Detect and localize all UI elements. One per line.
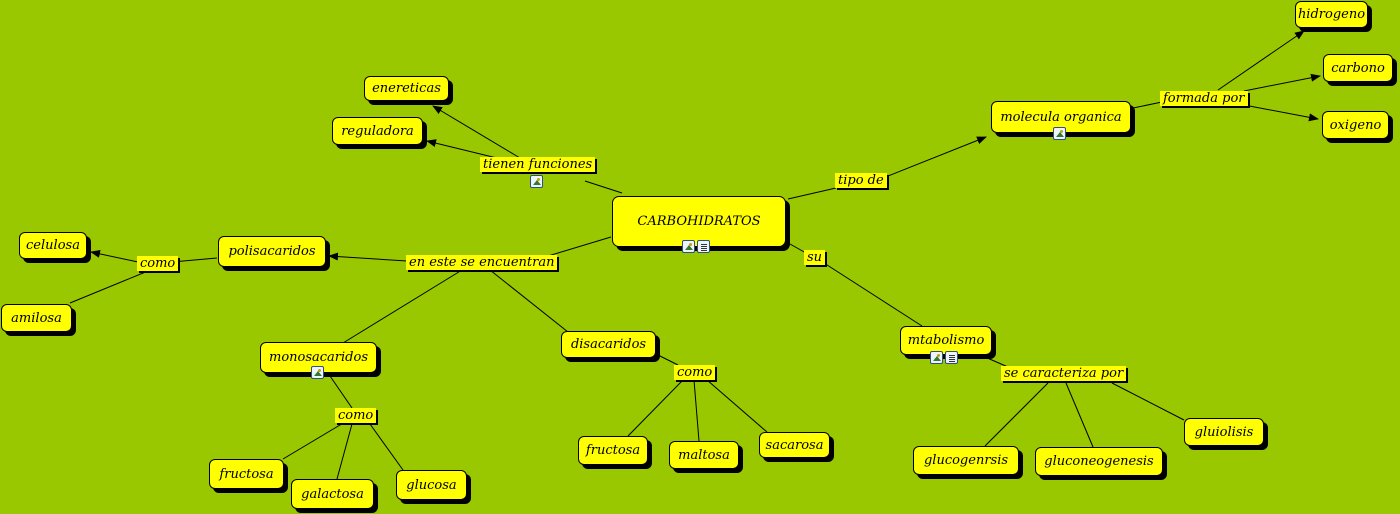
node-disacaridos[interactable]: disacaridos — [561, 331, 656, 358]
link-como-monosacaridos[interactable]: como — [335, 408, 377, 423]
node-oxigeno[interactable]: oxigeno — [1322, 111, 1389, 139]
connector-main-tipo — [787, 187, 837, 200]
node-gluiolisis[interactable]: gluiolisis — [1184, 418, 1264, 446]
image-icon[interactable] — [1053, 127, 1066, 140]
icons-metabolismo — [930, 351, 958, 364]
node-fructosa-mono[interactable]: fructosa — [209, 459, 284, 489]
node-polisacaridos[interactable]: polisacaridos — [218, 236, 326, 267]
image-icon[interactable] — [930, 351, 943, 364]
connector-formada-carbono — [1243, 73, 1321, 92]
link-su[interactable]: su — [804, 250, 826, 265]
connector-metab-caracteriza — [984, 356, 1009, 368]
connector-como-celulosa — [90, 249, 139, 263]
connector-tipo-molecula — [887, 136, 987, 177]
connector-main-su — [789, 243, 807, 254]
node-maltosa[interactable]: maltosa — [669, 441, 739, 469]
connector-comomono-fructosa — [282, 421, 346, 460]
connector-encuentran-disacaridos — [489, 269, 569, 333]
document-icon[interactable] — [945, 351, 958, 364]
connector-comomono-galactosa — [336, 423, 353, 480]
icons-molecula-organica — [1053, 127, 1066, 140]
connector-formada-oxigeno — [1243, 104, 1319, 122]
link-como-polisacaridos[interactable]: como — [137, 256, 179, 271]
connector-formada-hidrogeno — [1217, 30, 1305, 91]
node-carbohidratos[interactable]: CARBOHIDRATOS — [612, 196, 786, 247]
node-glucogenrsis[interactable]: glucogenrsis — [913, 446, 1019, 475]
connector-encuentran-polisacaridos — [328, 252, 408, 262]
image-icon[interactable] — [682, 240, 695, 253]
image-icon[interactable] — [530, 175, 543, 188]
node-metabolismo[interactable]: mtabolismo — [900, 326, 992, 355]
connector-caract-gluiolisis — [1111, 382, 1185, 421]
link-formada-por[interactable]: formada por — [1160, 91, 1248, 106]
connector-caract-glucogenrsis — [984, 382, 1049, 447]
node-carbono[interactable]: carbono — [1323, 54, 1393, 82]
icons-monosacaridos — [311, 366, 324, 379]
connector-main-tienen — [584, 180, 623, 194]
icons-tienen-funciones — [530, 175, 543, 188]
connector-main-encuentran — [547, 236, 612, 257]
node-hidrogeno[interactable]: hidrogeno — [1295, 1, 1368, 28]
node-gluconeogenesis[interactable]: gluconeogenesis — [1035, 447, 1163, 476]
node-amilosa[interactable]: amilosa — [1, 304, 72, 332]
image-icon[interactable] — [311, 366, 324, 379]
connector-poli-como — [171, 257, 218, 263]
connector-tienen-reguladora — [426, 139, 506, 161]
connector-como-amilosa — [69, 270, 149, 304]
link-tienen-funciones[interactable]: tienen funciones — [480, 157, 596, 172]
node-sacarosa[interactable]: sacarosa — [759, 432, 830, 458]
connector-tienen-enereticas — [432, 105, 521, 159]
node-celulosa[interactable]: celulosa — [19, 232, 87, 259]
node-galactosa[interactable]: galactosa — [291, 479, 374, 509]
connector-mono-como — [329, 375, 353, 409]
connector-comodi-sacarosa — [706, 379, 768, 433]
connector-su-metabolismo — [823, 262, 923, 327]
connector-comodi-maltosa — [693, 379, 700, 442]
document-icon[interactable] — [697, 240, 710, 253]
link-en-este-se-encuentran[interactable]: en este se encuentran — [406, 255, 558, 270]
icons-carbohidratos — [682, 240, 710, 253]
connector-comodi-fructosa — [627, 379, 684, 437]
node-glucosa[interactable]: glucosa — [396, 470, 467, 500]
connector-caract-gluconeogenesis — [1065, 382, 1094, 448]
connector-di-como — [655, 353, 679, 366]
node-enereticas[interactable]: enereticas — [364, 76, 449, 101]
link-tipo-de[interactable]: tipo de — [835, 173, 887, 188]
link-se-caracteriza-por[interactable]: se caracteriza por — [1001, 366, 1127, 381]
connector-encuentran-monosacaridos — [342, 269, 463, 344]
node-reguladora[interactable]: reguladora — [332, 117, 423, 145]
connector-comomono-glucosa — [369, 423, 404, 471]
connector-molecula-formada — [1132, 101, 1163, 109]
link-como-disacaridos[interactable]: como — [674, 365, 716, 380]
node-fructosa-di[interactable]: fructosa — [578, 436, 648, 465]
